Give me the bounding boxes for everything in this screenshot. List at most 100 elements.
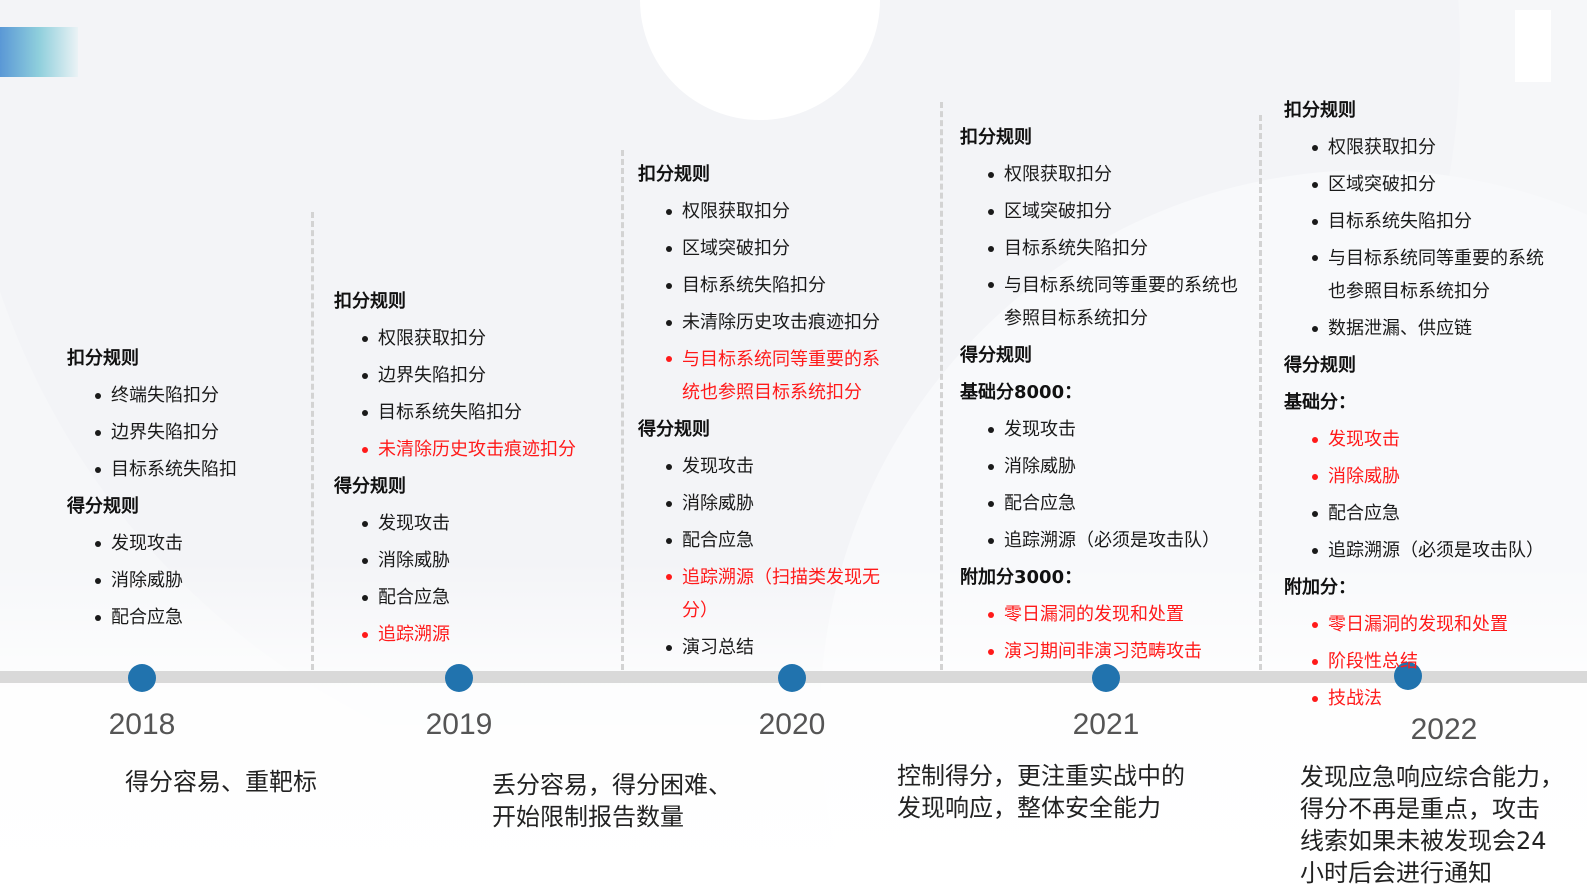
rules-2022: 扣分规则 权限获取扣分 区域突破扣分 目标系统失陷扣分 与目标系统同等重要的系统… [1284, 92, 1544, 717]
list-item: 发现攻击 [67, 525, 237, 562]
year-label-2021: 2021 [1072, 708, 1140, 741]
section-heading: 扣分规则 [960, 127, 1032, 148]
score-list: 发现攻击 消除威胁 配合应急 [67, 525, 237, 636]
penalty-list: 权限获取扣分 区域突破扣分 目标系统失陷扣分 未清除历史攻击痕迹扣分 与目标系统… [638, 193, 880, 411]
list-item: 追踪溯源（必须是攻击队） [960, 522, 1238, 559]
section-subheading: 基础分8000： [960, 382, 1083, 403]
list-item-line: 参照目标系统扣分 [1004, 308, 1148, 329]
score-list: 发现攻击 消除威胁 配合应急 追踪溯源 [334, 505, 576, 653]
list-item: 权限获取扣分 [638, 193, 880, 230]
summary-2021: 控制得分，更注重实战中的 发现响应，整体安全能力 [897, 760, 1185, 824]
list-item-highlighted: 演习期间非演习范畴攻击 [960, 633, 1238, 670]
list-item-line: 分） [682, 600, 718, 621]
score-list: 发现攻击 消除威胁 配合应急 追踪溯源（扫描类发现无 分） 演习总结 [638, 448, 880, 666]
background-circle [640, 0, 880, 120]
section-heading: 扣分规则 [334, 291, 406, 312]
section-heading: 扣分规则 [67, 348, 139, 369]
list-item-highlighted: 追踪溯源 [334, 616, 576, 653]
list-item: 区域突破扣分 [1284, 166, 1544, 203]
timeline-dot-2022 [1394, 662, 1422, 690]
list-item: 追踪溯源（必须是攻击队） [1284, 532, 1544, 569]
list-item: 消除威胁 [960, 448, 1238, 485]
list-item-line: 与目标系统同等重要的系统也 [1004, 275, 1238, 296]
timeline-dot-2018 [128, 664, 156, 692]
summary-2022-line-1: 发现应急响应综合能力， [1300, 763, 1564, 791]
list-item: 权限获取扣分 [960, 156, 1238, 193]
list-item-highlighted: 未清除历史攻击痕迹扣分 [334, 431, 576, 468]
summary-2019-line-1: 丢分容易，得分困难、 [492, 771, 732, 799]
list-item: 边界失陷扣分 [334, 357, 576, 394]
rules-2020: 扣分规则 权限获取扣分 区域突破扣分 目标系统失陷扣分 未清除历史攻击痕迹扣分 … [638, 156, 880, 666]
list-item-line: 也参照目标系统扣分 [1328, 281, 1490, 302]
list-item-highlighted: 技战法 [1284, 680, 1544, 717]
divider-2021-2022 [1259, 115, 1262, 670]
penalty-list: 权限获取扣分 区域突破扣分 目标系统失陷扣分 与目标系统同等重要的系统也 参照目… [960, 156, 1238, 337]
list-item: 配合应急 [334, 579, 576, 616]
year-label-2020: 2020 [758, 708, 826, 741]
list-item-line: 与目标系统同等重要的系 [682, 349, 880, 370]
list-item: 配合应急 [1284, 495, 1544, 532]
list-item: 未清除历史攻击痕迹扣分 [638, 304, 880, 341]
list-item-highlighted: 发现攻击 [1284, 421, 1544, 458]
list-item: 与目标系统同等重要的系统也 参照目标系统扣分 [960, 267, 1238, 337]
list-item: 区域突破扣分 [638, 230, 880, 267]
list-item: 消除威胁 [638, 485, 880, 522]
list-item: 消除威胁 [67, 562, 237, 599]
timeline-dot-2021 [1092, 664, 1120, 692]
list-item-line: 与目标系统同等重要的系统 [1328, 248, 1544, 269]
list-item-highlighted: 与目标系统同等重要的系 统也参照目标系统扣分 [638, 341, 880, 411]
list-item: 权限获取扣分 [1284, 129, 1544, 166]
section-heading: 得分规则 [67, 496, 139, 517]
section-subheading: 附加分： [1284, 577, 1356, 598]
base-score-list: 发现攻击 消除威胁 配合应急 追踪溯源（必须是攻击队） [960, 411, 1238, 559]
list-item: 数据泄漏、供应链 [1284, 310, 1544, 347]
list-item: 发现攻击 [334, 505, 576, 542]
base-score-list: 发现攻击 消除威胁 配合应急 追踪溯源（必须是攻击队） [1284, 421, 1544, 569]
year-label-2019: 2019 [425, 708, 493, 741]
section-heading: 得分规则 [638, 419, 710, 440]
section-heading: 得分规则 [334, 476, 406, 497]
section-heading: 得分规则 [1284, 355, 1356, 376]
list-item: 消除威胁 [334, 542, 576, 579]
section-heading: 扣分规则 [638, 164, 710, 185]
list-item-highlighted: 零日漏洞的发现和处置 [1284, 606, 1544, 643]
list-item: 发现攻击 [638, 448, 880, 485]
bonus-score-list: 零日漏洞的发现和处置 阶段性总结 技战法 [1284, 606, 1544, 717]
rules-2019: 扣分规则 权限获取扣分 边界失陷扣分 目标系统失陷扣分 未清除历史攻击痕迹扣分 … [334, 283, 576, 653]
section-heading: 扣分规则 [1284, 100, 1356, 121]
list-item-highlighted: 零日漏洞的发现和处置 [960, 596, 1238, 633]
list-item: 目标系统失陷扣分 [1284, 203, 1544, 240]
list-item: 终端失陷扣分 [67, 377, 237, 414]
summary-2021-line-2: 发现响应，整体安全能力 [897, 794, 1161, 822]
top-right-panel [1515, 10, 1551, 82]
penalty-list: 权限获取扣分 边界失陷扣分 目标系统失陷扣分 未清除历史攻击痕迹扣分 [334, 320, 576, 468]
year-label-2018: 2018 [108, 708, 176, 741]
section-subheading: 基础分： [1284, 392, 1356, 413]
summary-2021-line-1: 控制得分，更注重实战中的 [897, 762, 1185, 790]
summary-2022-line-3: 线索如果未被发现会24 [1300, 827, 1547, 855]
year-label-2022: 2022 [1410, 713, 1478, 746]
section-heading: 得分规则 [960, 345, 1032, 366]
list-item: 目标系统失陷扣 [67, 451, 237, 488]
divider-2019-2020 [621, 150, 624, 670]
list-item: 权限获取扣分 [334, 320, 576, 357]
penalty-list: 权限获取扣分 区域突破扣分 目标系统失陷扣分 与目标系统同等重要的系统 也参照目… [1284, 129, 1544, 347]
rules-2018: 扣分规则 终端失陷扣分 边界失陷扣分 目标系统失陷扣 得分规则 发现攻击 消除威… [67, 340, 237, 636]
list-item: 目标系统失陷扣分 [960, 230, 1238, 267]
summary-2019: 丢分容易，得分困难、 开始限制报告数量 [492, 769, 732, 833]
timeline-dot-2019 [445, 664, 473, 692]
summary-2022-line-2: 得分不再是重点，攻击 [1300, 795, 1540, 823]
list-item-highlighted: 追踪溯源（扫描类发现无 分） [638, 559, 880, 629]
list-item: 边界失陷扣分 [67, 414, 237, 451]
timeline-dot-2020 [778, 664, 806, 692]
list-item: 配合应急 [960, 485, 1238, 522]
section-subheading: 附加分3000： [960, 567, 1083, 588]
summary-2019-line-2: 开始限制报告数量 [492, 803, 684, 831]
summary-2018: 得分容易、重靶标 [125, 768, 317, 796]
background-fade [0, 560, 1587, 892]
list-item: 配合应急 [67, 599, 237, 636]
divider-2020-2021 [940, 102, 943, 670]
list-item-highlighted: 消除威胁 [1284, 458, 1544, 495]
list-item-highlighted: 阶段性总结 [1284, 643, 1544, 680]
summary-2022: 发现应急响应综合能力， 得分不再是重点，攻击 线索如果未被发现会24 小时后会进… [1300, 761, 1564, 889]
